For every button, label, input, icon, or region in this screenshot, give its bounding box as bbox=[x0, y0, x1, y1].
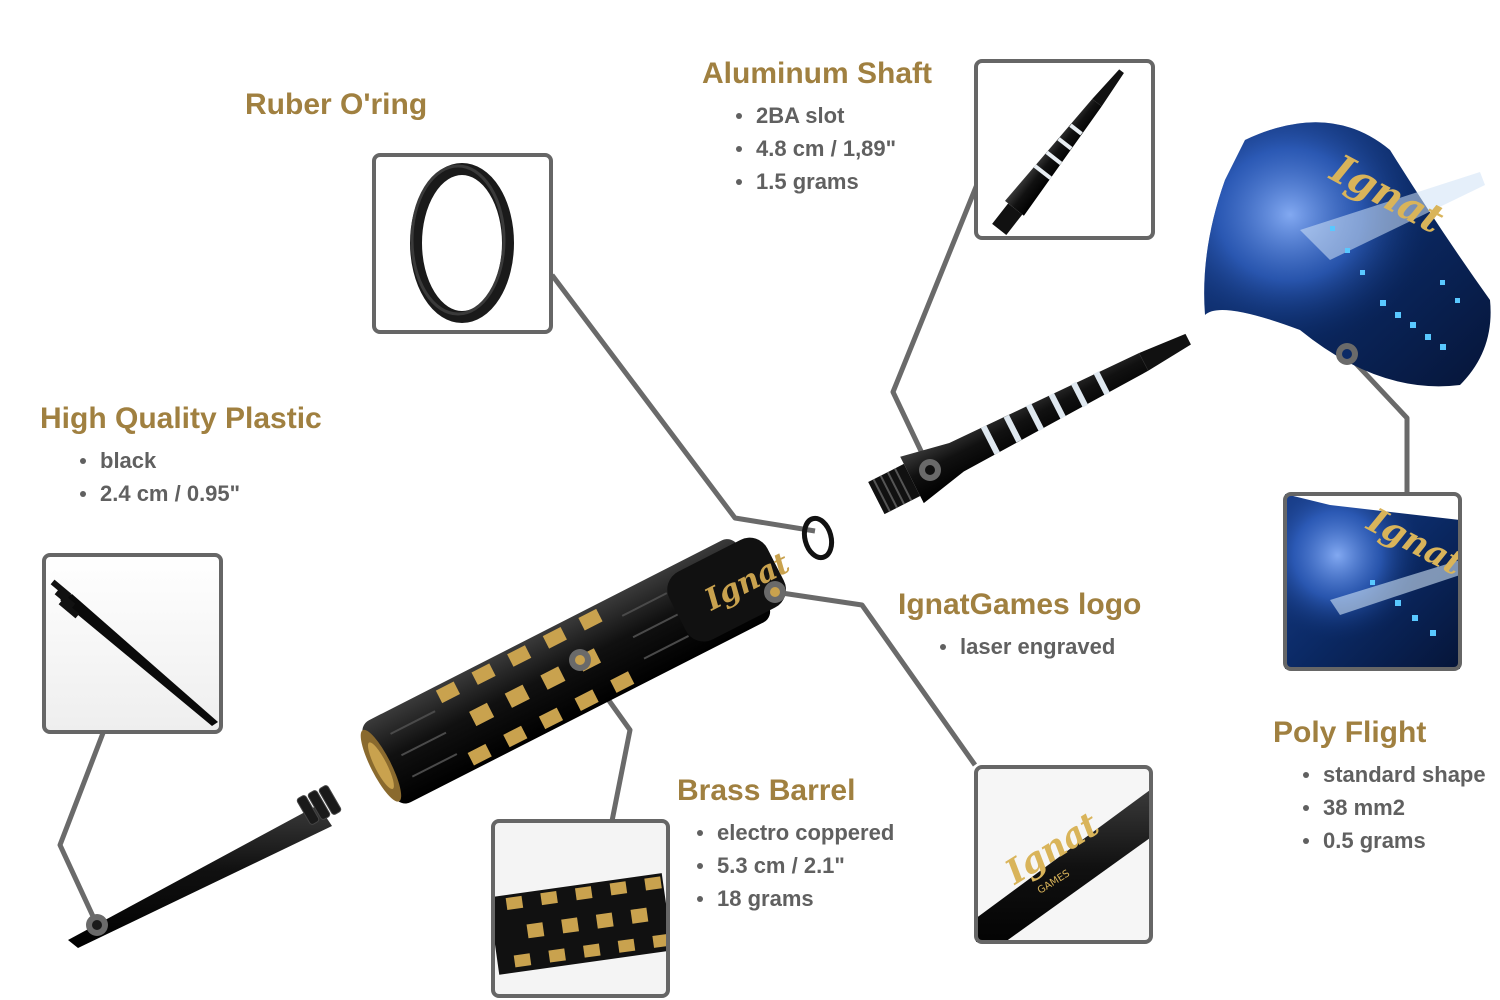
detail-box-logo: Ignat GAMES bbox=[974, 765, 1153, 944]
label-flight-bullet: 38 mm2 bbox=[1303, 791, 1486, 824]
label-barrel: Brass Barrel electro coppered 5.3 cm / 2… bbox=[677, 774, 894, 915]
label-shaft-bullet: 2BA slot bbox=[736, 99, 932, 132]
detail-box-barrel bbox=[491, 819, 670, 998]
oring-part bbox=[801, 515, 835, 561]
label-flight: Poly Flight standard shape 38 mm2 0.5 gr… bbox=[1273, 716, 1486, 857]
label-oring: Ruber O'ring bbox=[245, 88, 427, 122]
label-shaft-bullets: 2BA slot 4.8 cm / 1,89" 1.5 grams bbox=[702, 99, 932, 198]
attach-dots bbox=[86, 343, 1358, 936]
label-flight-bullet: 0.5 grams bbox=[1303, 824, 1486, 857]
connector-shaft bbox=[890, 181, 981, 472]
aluminum-shaft bbox=[868, 333, 1191, 515]
brass-barrel: Ignat bbox=[360, 537, 796, 804]
label-flight-title: Poly Flight bbox=[1273, 716, 1427, 749]
detail-box-flight: Ignat bbox=[1283, 492, 1462, 671]
label-logo-title: IgnatGames logo bbox=[898, 588, 1142, 621]
connector-logo bbox=[774, 589, 978, 767]
label-plastic: High Quality Plastic black 2.4 cm / 0.95… bbox=[40, 402, 322, 510]
connector-flight bbox=[1345, 352, 1410, 494]
plastic-tip bbox=[68, 785, 342, 948]
poly-flight: Ignat bbox=[1204, 122, 1491, 387]
label-barrel-bullet: electro coppered bbox=[696, 816, 894, 849]
label-oring-title: Ruber O'ring bbox=[245, 88, 428, 121]
detail-box-plastic bbox=[42, 553, 223, 734]
connector-plastic bbox=[57, 732, 106, 927]
detail-box-oring bbox=[372, 153, 553, 334]
label-barrel-bullet: 18 grams bbox=[696, 882, 894, 915]
label-flight-bullets: standard shape 38 mm2 0.5 grams bbox=[1273, 758, 1486, 857]
detail-box-shaft bbox=[974, 59, 1155, 240]
label-barrel-bullets: electro coppered 5.3 cm / 2.1" 18 grams bbox=[677, 816, 894, 915]
label-shaft-bullet: 4.8 cm / 1,89" bbox=[736, 132, 932, 165]
label-logo-bullet: laser engraved bbox=[939, 630, 1141, 663]
label-shaft-title: Aluminum Shaft bbox=[702, 57, 932, 90]
label-plastic-bullet: black bbox=[80, 444, 322, 477]
label-shaft-bullet: 1.5 grams bbox=[736, 165, 932, 198]
label-barrel-title: Brass Barrel bbox=[677, 774, 856, 807]
label-plastic-title: High Quality Plastic bbox=[40, 402, 322, 435]
label-plastic-bullets: black 2.4 cm / 0.95" bbox=[40, 444, 322, 510]
label-barrel-bullet: 5.3 cm / 2.1" bbox=[696, 849, 894, 882]
label-flight-bullet: standard shape bbox=[1303, 758, 1486, 791]
connector-oring bbox=[550, 273, 816, 534]
connector-lines bbox=[57, 181, 1410, 927]
label-shaft: Aluminum Shaft 2BA slot 4.8 cm / 1,89" 1… bbox=[702, 57, 932, 198]
label-logo: IgnatGames logo laser engraved bbox=[898, 588, 1141, 663]
label-logo-bullets: laser engraved bbox=[898, 630, 1141, 663]
label-plastic-bullet: 2.4 cm / 0.95" bbox=[80, 477, 322, 510]
